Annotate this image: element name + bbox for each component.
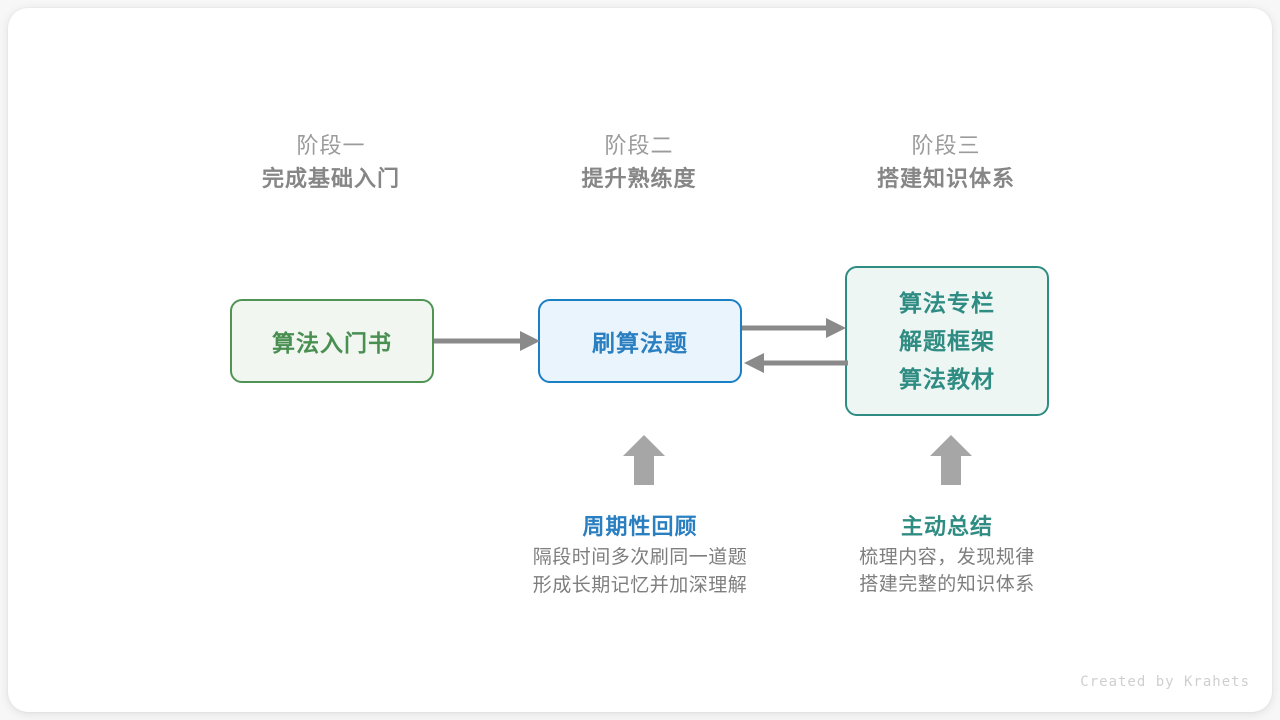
- node-label: 算法入门书: [272, 330, 392, 356]
- credit-text: Created by Krahets: [1080, 674, 1250, 690]
- annotation-desc-line-1: 梳理内容，发现规律: [859, 547, 1035, 568]
- annotation-periodic-review: 周期性回顾 隔段时间多次刷同一道题 形成长期记忆并加深理解: [490, 510, 790, 600]
- stage-title-label: 提升熟练度: [581, 166, 697, 191]
- node-label-line-1: 算法专栏: [899, 290, 995, 316]
- node-label-line-3: 算法教材: [899, 366, 995, 392]
- annotation-desc-line-1: 隔段时间多次刷同一道题: [532, 547, 748, 568]
- diagram-card: 阶段一 完成基础入门 阶段二 提升熟练度 阶段三 搭建知识体系 算法入门书 刷算…: [8, 8, 1272, 712]
- annotation-active-summary: 主动总结 梳理内容，发现规律 搭建完整的知识体系: [797, 510, 1097, 598]
- stage-phase-label: 阶段三: [911, 133, 981, 158]
- annotation-desc-line-2: 搭建完整的知识体系: [859, 574, 1035, 595]
- annotation-desc-line-2: 形成长期记忆并加深理解: [532, 575, 748, 596]
- arrow-practice-to-system: [742, 318, 846, 338]
- node-label-line-2: 解题框架: [899, 328, 995, 354]
- stage-title-label: 搭建知识体系: [876, 166, 1015, 191]
- node-label: 刷算法题: [592, 330, 688, 356]
- arrow-up-summary: [930, 435, 972, 485]
- annotation-title: 主动总结: [900, 514, 993, 539]
- stage-title-label: 完成基础入门: [261, 166, 400, 191]
- stage-phase-label: 阶段二: [604, 133, 674, 158]
- arrow-system-to-practice: [744, 353, 848, 373]
- node-practice-problems: 刷算法题: [538, 299, 742, 383]
- node-algorithm-intro-book: 算法入门书: [230, 299, 434, 383]
- annotation-title: 周期性回顾: [582, 514, 698, 539]
- node-knowledge-system: 算法专栏 解题框架 算法教材: [845, 266, 1049, 416]
- arrow-up-review: [623, 435, 665, 485]
- arrow-book-to-practice: [434, 331, 540, 351]
- diagram-stage: 阶段一 完成基础入门 阶段二 提升熟练度 阶段三 搭建知识体系 算法入门书 刷算…: [8, 8, 1272, 712]
- stage-phase-label: 阶段一: [296, 133, 366, 158]
- stage-header-3: 阶段三 搭建知识体系: [816, 130, 1076, 196]
- stage-header-1: 阶段一 完成基础入门: [201, 130, 461, 196]
- stage-header-2: 阶段二 提升熟练度: [509, 130, 769, 196]
